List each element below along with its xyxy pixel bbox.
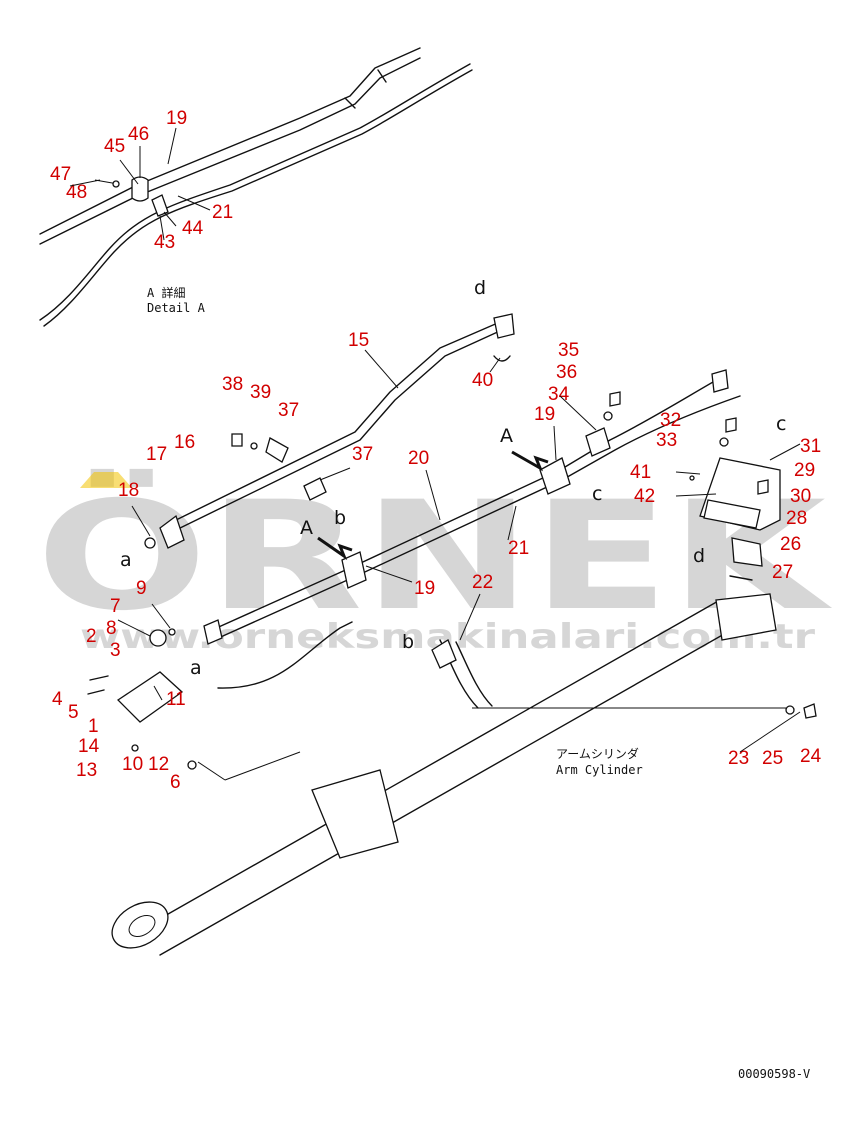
- callout-19-c: 19: [414, 578, 435, 599]
- letter-c-2: c: [592, 483, 602, 505]
- callout-40: 40: [472, 370, 493, 391]
- view-arrow-2: [317, 536, 353, 561]
- callout-2: 2: [86, 626, 97, 647]
- callout-3: 3: [110, 640, 121, 661]
- callout-23: 23: [728, 748, 749, 769]
- callout-17: 17: [146, 444, 167, 465]
- callout-7: 7: [110, 596, 121, 617]
- block-assembly: [87, 537, 197, 770]
- letter-a-2: a: [190, 657, 202, 679]
- letter-a-1: a: [120, 549, 132, 571]
- drawing-number: 00090598-V: [738, 1067, 810, 1081]
- callout-37-b: 37: [352, 444, 373, 465]
- hoses-20-21: [203, 369, 741, 689]
- watermark-main: ÖRNEK: [36, 468, 832, 644]
- view-arrow-1: [511, 450, 549, 472]
- callout-28: 28: [786, 508, 807, 529]
- callout-44: 44: [182, 218, 204, 239]
- view-marker-a-2: A: [300, 517, 313, 539]
- callout-14: 14: [78, 736, 100, 757]
- watermark: ÖRNEK www.orneksmakinalari.com.tr: [36, 468, 832, 657]
- callout-27: 27: [772, 562, 793, 583]
- detail-a-caption: A 詳細 Detail A: [147, 285, 206, 315]
- callout-30: 30: [790, 486, 811, 507]
- callout-25: 25: [762, 748, 783, 769]
- cylinder-label-jp: アームシリンダ: [556, 746, 639, 761]
- callout-35: 35: [558, 340, 579, 361]
- callout-11: 11: [166, 689, 186, 710]
- callout-15: 15: [348, 330, 369, 351]
- leader-lines: [69, 127, 801, 753]
- callout-18: 18: [118, 480, 139, 501]
- detail-a-subtitle: Detail A: [147, 301, 206, 315]
- tube-15: [159, 313, 515, 549]
- callout-38: 38: [222, 374, 243, 395]
- callout-24: 24: [800, 746, 822, 767]
- callout-26: 26: [780, 534, 801, 555]
- callout-47: 47: [50, 164, 71, 185]
- callout-19-a: 19: [166, 108, 187, 129]
- hardware: [231, 391, 817, 719]
- callout-10: 10: [122, 754, 143, 775]
- callout-1: 1: [88, 716, 99, 737]
- arm-cylinder: [111, 593, 790, 956]
- connection-letters: a a b b c c d d: [120, 277, 786, 679]
- callout-8: 8: [106, 618, 117, 639]
- callout-33: 33: [656, 430, 677, 451]
- callout-42: 42: [634, 486, 655, 507]
- letter-b-2: b: [402, 631, 414, 653]
- callout-43: 43: [154, 232, 175, 253]
- part-callouts: 1 2 3 4 5 6 7 8 9 10 11 12 13 14 15 16 1…: [50, 108, 822, 793]
- detail-a-drawing: [39, 47, 473, 327]
- cylinder-label-en: Arm Cylinder: [556, 763, 643, 777]
- callout-36: 36: [556, 362, 577, 383]
- clamp-22: [431, 639, 493, 709]
- callout-16: 16: [174, 432, 195, 453]
- letter-d-2: d: [693, 545, 705, 567]
- letter-d-1: d: [474, 277, 486, 299]
- callout-21-b: 21: [508, 538, 529, 559]
- callout-6: 6: [170, 772, 181, 793]
- callout-39: 39: [250, 382, 271, 403]
- letter-b-1: b: [334, 507, 346, 529]
- callout-9: 9: [136, 578, 147, 599]
- view-marker-a-1: A: [500, 425, 513, 447]
- callout-37-a: 37: [278, 400, 299, 421]
- callout-5: 5: [68, 702, 79, 723]
- watermark-accent: [80, 472, 132, 488]
- callout-20: 20: [408, 448, 429, 469]
- callout-31: 31: [800, 436, 821, 457]
- callout-12: 12: [148, 754, 169, 775]
- callout-29: 29: [794, 460, 815, 481]
- callout-22: 22: [472, 572, 493, 593]
- cylinder-caption: アームシリンダ Arm Cylinder: [556, 746, 643, 777]
- callout-48: 48: [66, 182, 87, 203]
- view-markers: A A: [300, 425, 549, 561]
- callout-41: 41: [630, 462, 651, 483]
- callout-19-b: 19: [534, 404, 555, 425]
- callout-32: 32: [660, 410, 681, 431]
- detail-a-title: A 詳細: [147, 285, 185, 300]
- callout-13: 13: [76, 760, 97, 781]
- callout-21-a: 21: [212, 202, 233, 223]
- callout-46: 46: [128, 124, 149, 145]
- letter-c-1: c: [776, 413, 786, 435]
- bracket-group: [699, 457, 781, 581]
- callout-45: 45: [104, 136, 125, 157]
- callout-4: 4: [52, 689, 63, 710]
